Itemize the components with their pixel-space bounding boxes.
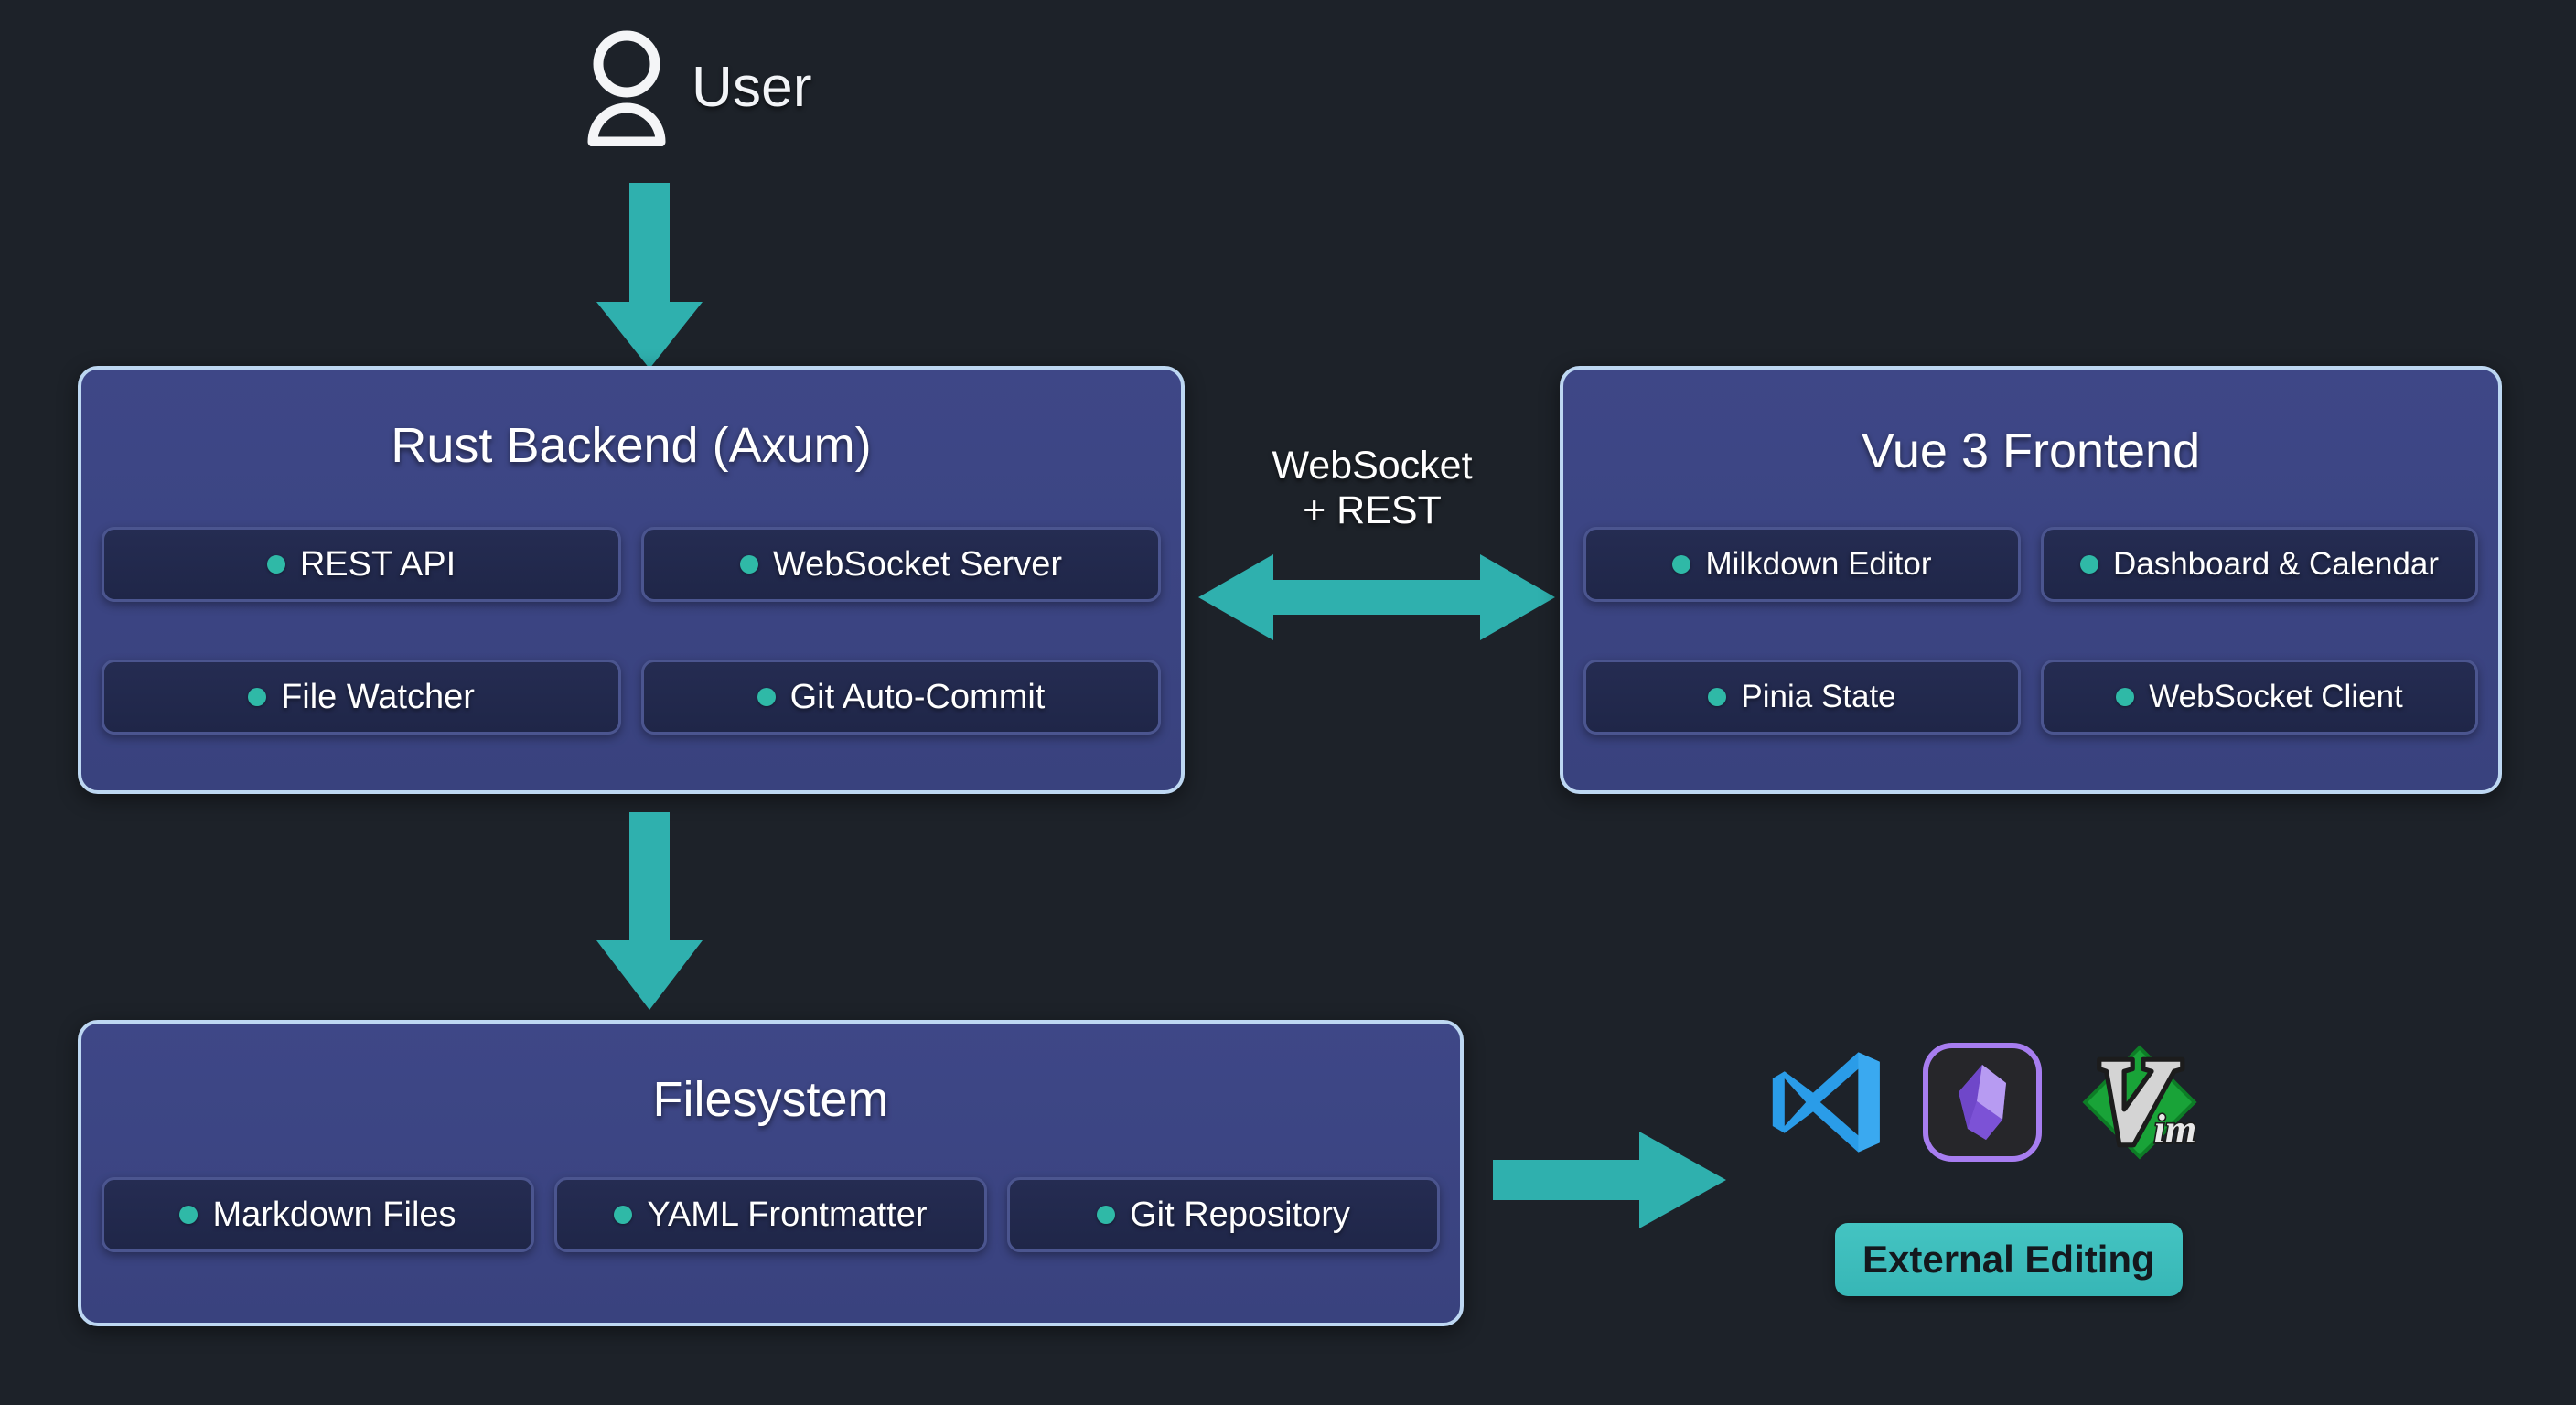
arrow-backend-frontend-bidirectional [1198,554,1555,640]
connection-label-line2: + REST [1303,488,1442,533]
chip-milkdown-editor[interactable]: Milkdown Editor [1583,527,2021,602]
user-icon [587,30,666,146]
chip-dashboard-calendar[interactable]: Dashboard & Calendar [2041,527,2478,602]
connection-label-websocket-rest: WebSocket + REST [1217,444,1528,533]
chip-label: Git Auto-Commit [789,677,1046,716]
obsidian-icon[interactable] [1923,1043,2042,1162]
chip-git-repository[interactable]: Git Repository [1007,1177,1440,1252]
obsidian-gem-icon [1959,1065,2006,1140]
arrow-backend-to-filesystem [596,812,703,1010]
group-vue-frontend[interactable]: Vue 3 Frontend Milkdown Editor Dashboard… [1560,366,2502,794]
chip-pinia-state[interactable]: Pinia State [1583,660,2021,735]
external-editors-group: im [1766,1043,2199,1162]
bullet-dot-icon [2116,688,2135,706]
chip-websocket-server[interactable]: WebSocket Server [641,527,1161,602]
arrow-filesystem-to-editors [1493,1132,1726,1228]
external-editing-badge: External Editing [1835,1223,2183,1296]
group-title-vue-frontend: Vue 3 Frontend [1861,424,2201,478]
group-title-rust-backend: Rust Backend (Axum) [391,418,872,473]
bullet-dot-icon [179,1206,199,1224]
chip-label: Pinia State [1741,679,1896,714]
connection-label-line1: WebSocket [1272,444,1473,488]
chip-label: File Watcher [281,677,475,716]
vim-icon[interactable]: im [2080,1043,2199,1162]
group-rust-backend[interactable]: Rust Backend (Axum) REST API WebSocket S… [78,366,1185,794]
bullet-dot-icon [1097,1206,1116,1224]
chip-label: Dashboard & Calendar [2112,546,2440,582]
bullet-dot-icon [739,555,758,574]
bullet-dot-icon [614,1206,633,1224]
vscode-icon[interactable] [1766,1043,1884,1162]
bullet-dot-icon [2079,555,2098,574]
chip-label: Git Repository [1130,1195,1350,1234]
bullet-dot-icon [1672,555,1691,574]
chip-label: WebSocket Server [772,544,1063,584]
chip-websocket-client[interactable]: WebSocket Client [2041,660,2478,735]
svg-text:im: im [2154,1107,2197,1152]
bullet-dot-icon [757,688,776,706]
chip-label: REST API [299,544,456,584]
group-title-filesystem: Filesystem [652,1072,889,1127]
chip-label: YAML Frontmatter [647,1195,928,1234]
chip-label: Milkdown Editor [1705,546,1932,582]
chip-markdown-files[interactable]: Markdown Files [102,1177,534,1252]
chip-label: Markdown Files [212,1195,456,1234]
bullet-dot-icon [248,688,267,706]
chip-yaml-frontmatter[interactable]: YAML Frontmatter [554,1177,987,1252]
chip-git-auto-commit[interactable]: Git Auto-Commit [641,660,1161,735]
bullet-dot-icon [1708,688,1727,706]
chip-label: WebSocket Client [2149,679,2403,714]
user-label: User [692,55,812,119]
arrow-user-to-backend [596,183,703,369]
chip-rest-api[interactable]: REST API [102,527,621,602]
chip-file-watcher[interactable]: File Watcher [102,660,621,735]
bullet-dot-icon [266,555,285,574]
user-actor: User [585,27,812,146]
group-filesystem[interactable]: Filesystem Markdown Files YAML Frontmatt… [78,1020,1464,1326]
